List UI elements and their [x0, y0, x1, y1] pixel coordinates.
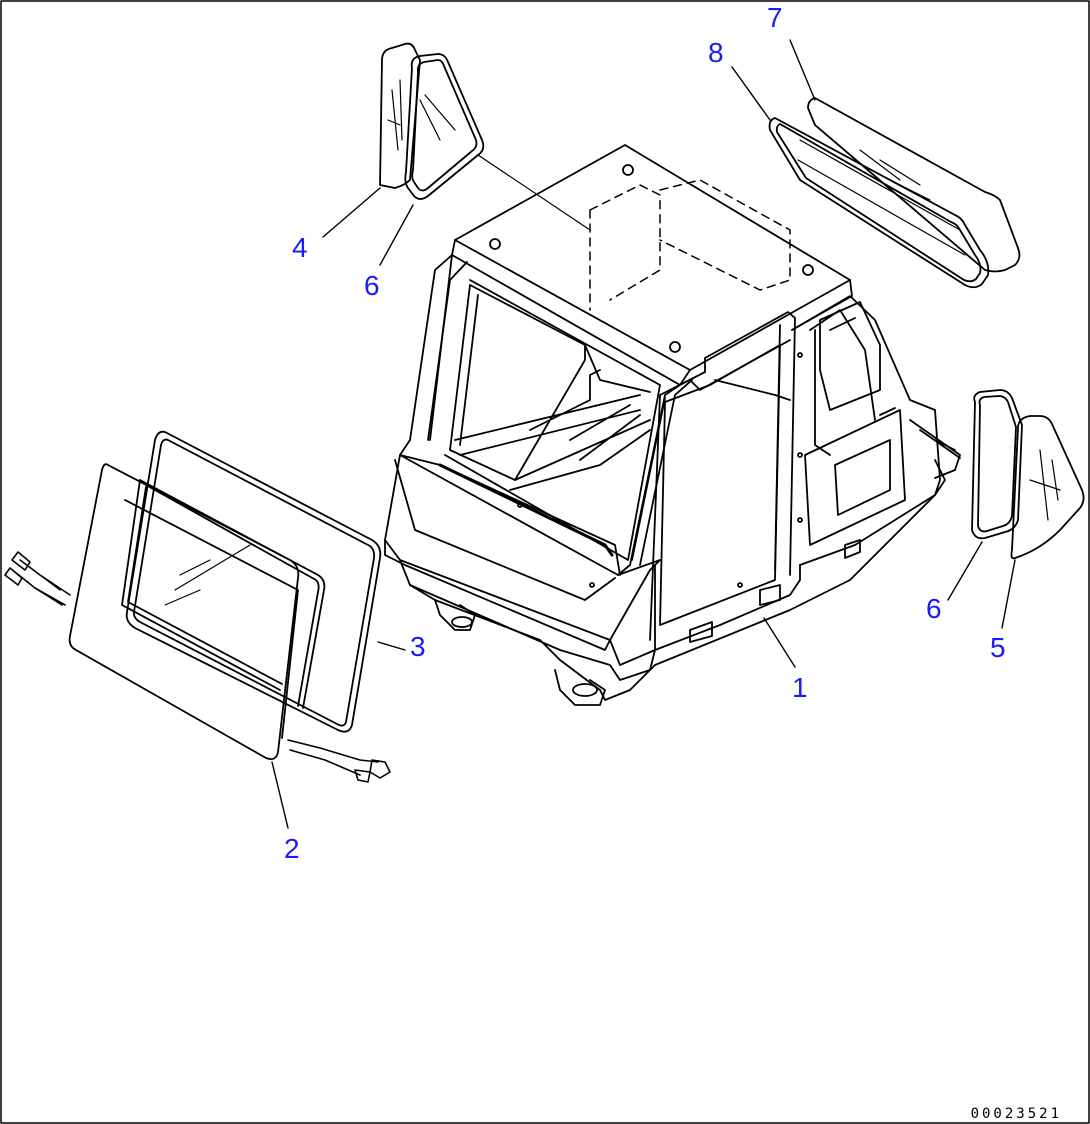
leader-1: [763, 617, 796, 668]
callout-2: 2: [284, 833, 300, 864]
side-glass-right: [1010, 415, 1085, 560]
leader-2: [271, 761, 289, 829]
cab-frame: [384, 144, 961, 706]
leader-5: [1001, 559, 1016, 629]
seal-right: [971, 389, 1023, 540]
callout-8: 8: [708, 37, 724, 68]
front-window-glass: [68, 463, 300, 761]
leader-7: [789, 39, 816, 101]
seal-upper-left: [404, 53, 591, 231]
side-glass-upper-left: [379, 42, 421, 189]
leader-4: [322, 187, 381, 238]
callout-7: 7: [767, 2, 783, 33]
leader-6b: [947, 541, 983, 601]
callout-1: 1: [792, 672, 808, 703]
drawing-number: 00023521: [971, 1106, 1062, 1122]
callout-5: 5: [990, 632, 1006, 663]
callouts: 1 2 3 4 5 6 6 7 8: [284, 2, 1006, 864]
wiper-harness-left: [4, 551, 71, 606]
leader-6a: [379, 204, 414, 266]
leader-8: [731, 66, 771, 121]
rear-seal-upper: [768, 117, 990, 289]
leader-3: [377, 641, 406, 651]
callout-6-left: 6: [364, 270, 380, 301]
leader-lines: [271, 39, 1016, 829]
wiper-harness-bottom: [287, 739, 391, 783]
callout-3: 3: [410, 631, 426, 662]
callout-4: 4: [292, 232, 308, 263]
callout-6-right: 6: [926, 593, 942, 624]
front-window-weatherstrip: [121, 430, 382, 733]
rear-glass-upper: [807, 97, 1021, 273]
